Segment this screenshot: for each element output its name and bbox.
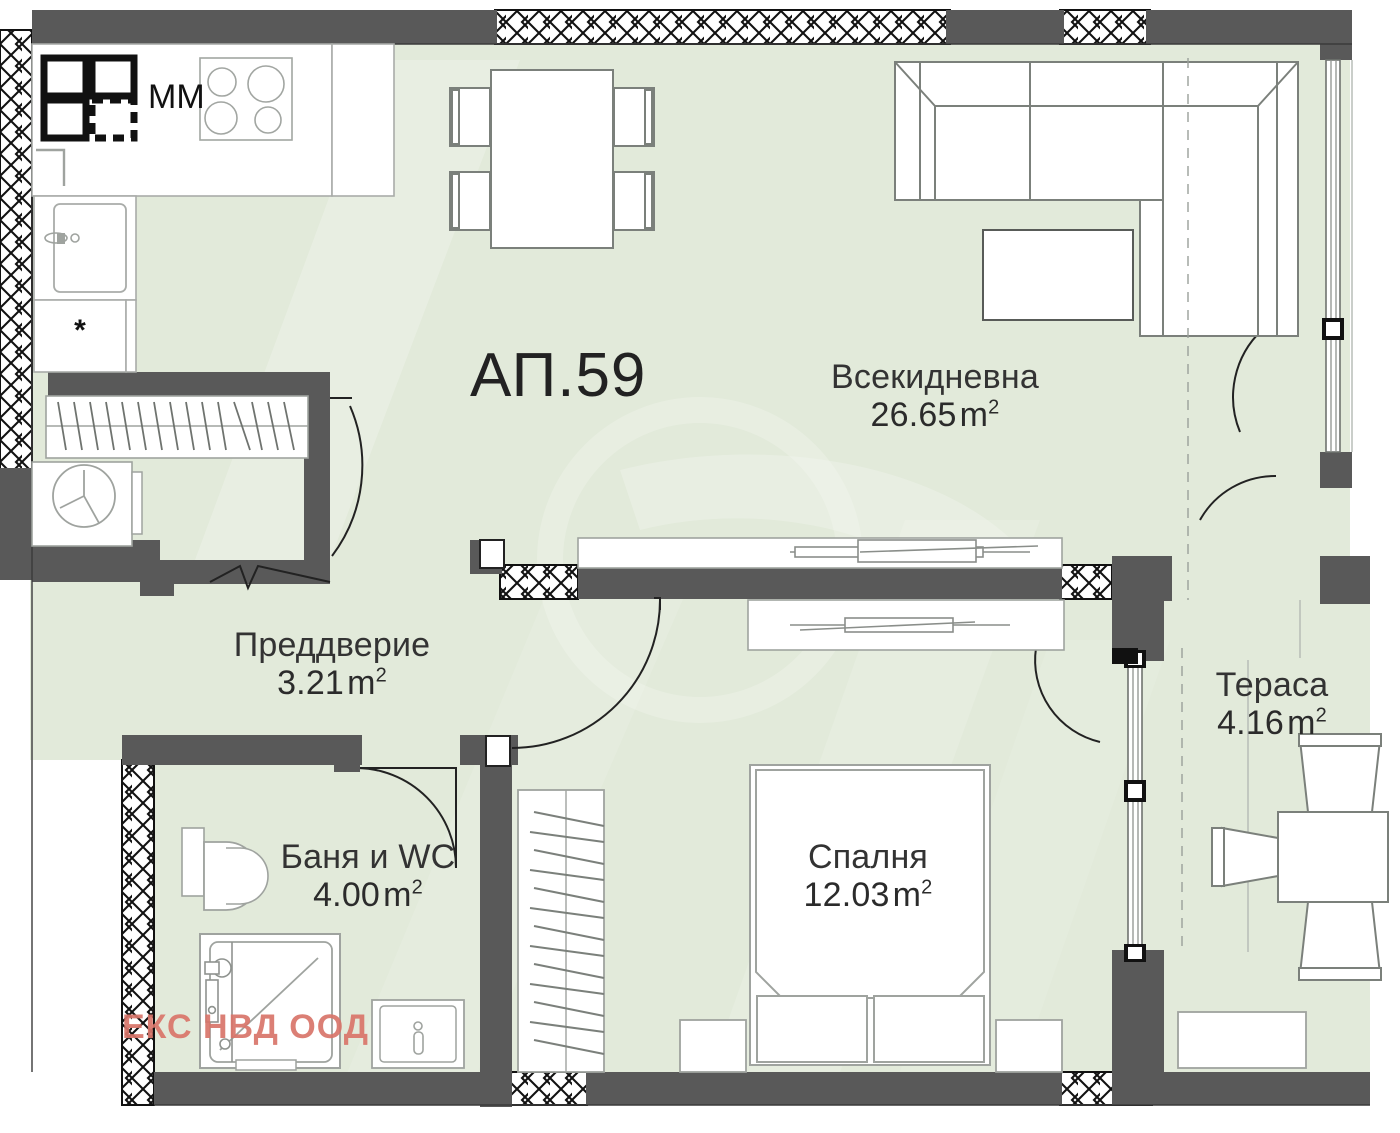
coffee-table (982, 229, 1134, 321)
chair (613, 87, 655, 147)
built-in-wardrobe-living (577, 537, 1063, 569)
sectional-sofa (894, 61, 1299, 337)
company-watermark: ЕКС НВД ООД (122, 1008, 369, 1046)
terrace-chair (1221, 826, 1279, 888)
dishwasher-cabinet: * (33, 299, 137, 373)
apartment-number: АП.59 (470, 341, 647, 410)
chair (449, 87, 491, 147)
dining-table-4-chairs (449, 69, 655, 249)
appliance-label-mm: MM (148, 78, 205, 116)
wall-solid (0, 10, 1370, 1107)
pillow (873, 995, 985, 1063)
svg-text:*: * (74, 314, 86, 347)
pillow (756, 995, 868, 1063)
shower-enclosure (199, 933, 341, 1071)
toilet (181, 827, 269, 911)
kitchen-upper-cabinets (40, 54, 138, 142)
terrace-table-chairs (1211, 733, 1389, 981)
nightstand (679, 1019, 1063, 1073)
terrace-chair (1298, 901, 1382, 975)
terrace-table (1277, 811, 1389, 903)
washbasin (371, 999, 465, 1069)
double-bed (749, 764, 991, 1066)
wardrobe-corridor (517, 789, 605, 1073)
terrace-chair (1298, 739, 1382, 813)
cooktop-4-burner (199, 57, 293, 141)
kitchen: * (31, 43, 395, 373)
thresholds (140, 539, 1138, 772)
kitchen-sink (33, 195, 137, 301)
terrace-planter (1177, 1011, 1307, 1069)
chair (449, 171, 491, 231)
wardrobe-hall (45, 395, 309, 459)
walls (0, 9, 1370, 1107)
built-in-wardrobe-bedroom (747, 599, 1065, 651)
chair (613, 171, 655, 231)
windows (1124, 58, 1353, 962)
washing-machine (31, 461, 143, 547)
